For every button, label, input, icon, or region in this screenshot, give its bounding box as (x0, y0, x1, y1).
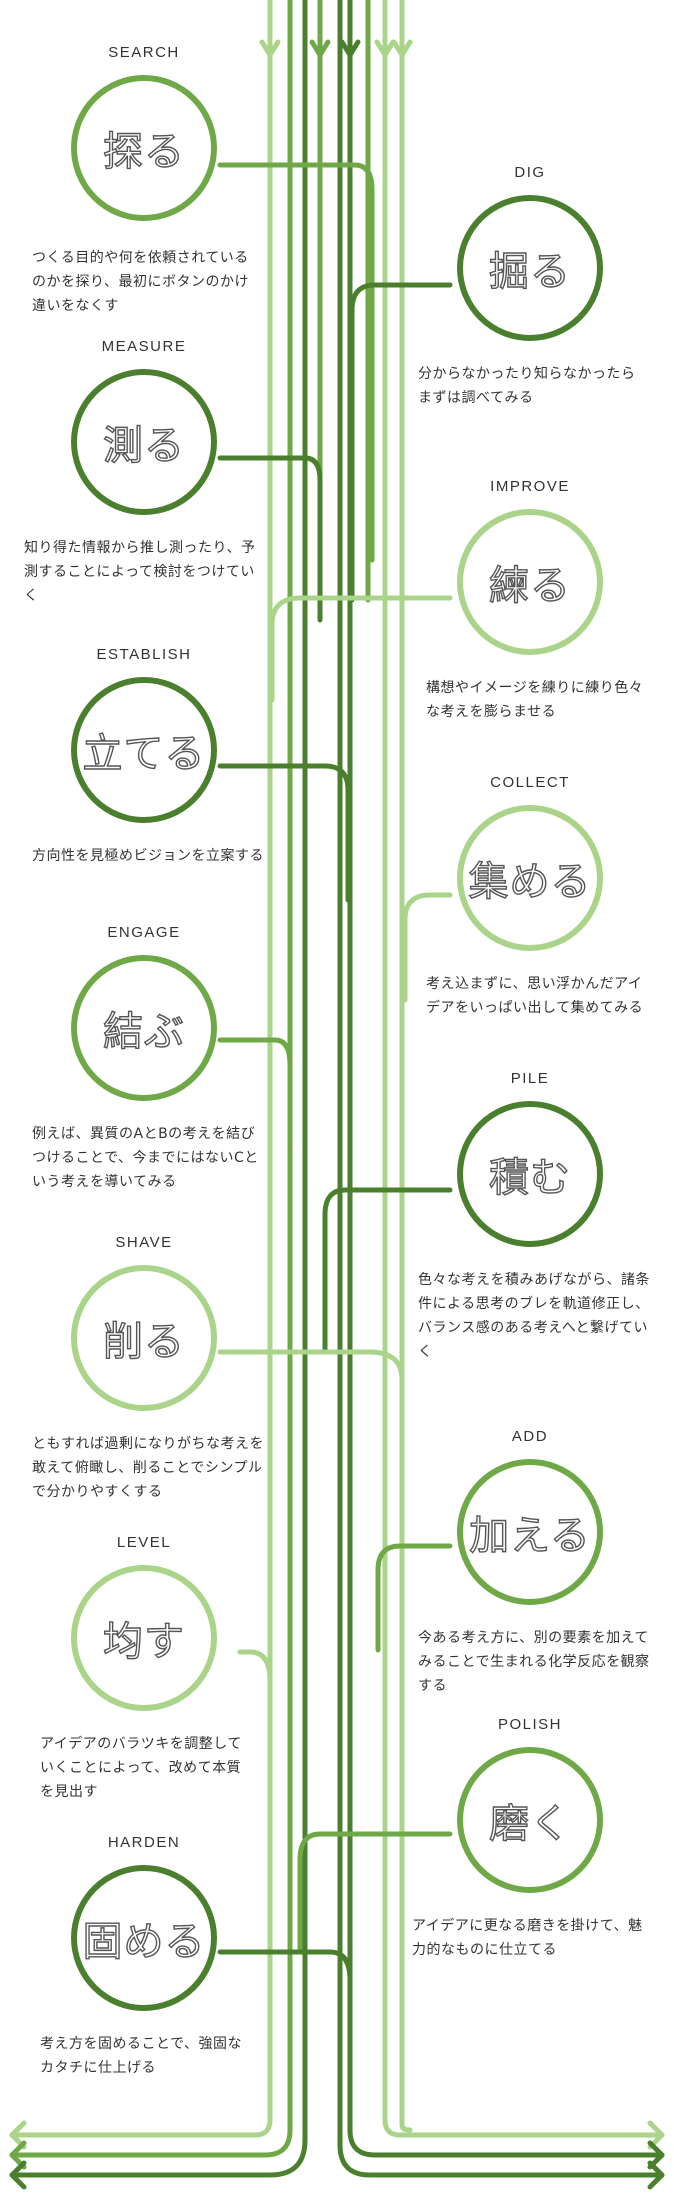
step-en-label: DIG (514, 164, 546, 181)
step-description: アイデアのバラツキを調整していくことによって、改めて本質を見出す (40, 1736, 242, 1800)
step-improve: IMPROVE 練る (400, 478, 660, 655)
connector-line (217, 763, 351, 903)
step-circle: 固める (71, 1865, 217, 2011)
step-pile: PILE 積む (400, 1070, 660, 1247)
step-engage: ENGAGE 結ぶ (14, 924, 274, 1101)
step-description: つくる目的や何を依頼されているのかを探り、最初にボタンのかけ違いをなくす (32, 250, 249, 314)
connector-line (349, 282, 453, 603)
step-description: 考え込まずに、思い浮かんだアイデアをいっぱい出して集めてみる (426, 976, 644, 1016)
step-polish: POLISH 磨く (400, 1716, 660, 1893)
step-circle: 磨く (457, 1747, 603, 1893)
step-en-label: IMPROVE (490, 478, 570, 495)
step-jp-label: 磨く (488, 1800, 571, 1847)
step-description: 分からなかったり知らなかったらまずは調べてみる (418, 366, 636, 406)
arrowhead-icon (647, 2120, 665, 2150)
step-circle: 結ぶ (71, 955, 217, 1101)
step-jp-label: 均す (102, 1618, 185, 1665)
step-jp-label: 掘る (488, 248, 571, 295)
step-jp-label: 練る (488, 562, 571, 609)
step-circle: 加える (457, 1459, 603, 1605)
arrowhead-icon (9, 2160, 27, 2190)
connector-line (217, 162, 375, 563)
step-jp-label: 削る (102, 1318, 185, 1365)
trunk-line (399, 52, 413, 2133)
step-dig: DIG 掘る (400, 164, 660, 341)
step-harden: HARDEN 固める (14, 1834, 274, 2011)
connector-line (217, 1949, 353, 2053)
step-description: 知り得た情報から推し測ったり、予測することによって検討をつけていく (24, 540, 256, 604)
step-en-label: LEVEL (116, 1534, 172, 1551)
step-en-label: PILE (510, 1070, 550, 1087)
step-en-label: SEARCH (108, 44, 180, 61)
step-jp-label: 結ぶ (102, 1008, 185, 1055)
step-add: ADD 加える (400, 1428, 660, 1605)
step-jp-label: 加える (468, 1512, 591, 1559)
step-circle: 立てる (71, 677, 217, 823)
step-description: 色々な考えを積みあげながら、諸条件による思考のブレを軌道修正し、バランス感のある… (418, 1272, 650, 1360)
connector-line (322, 1187, 453, 1353)
arrowhead-icon (9, 2120, 27, 2150)
step-en-label: SHAVE (115, 1234, 173, 1251)
trunk-line (9, 52, 293, 2158)
step-en-label: MEASURE (101, 338, 187, 355)
step-jp-label: 集める (468, 858, 592, 905)
step-search: SEARCH 探る (14, 44, 274, 221)
step-en-label: ESTABLISH (96, 646, 192, 663)
step-jp-label: 測る (102, 422, 185, 469)
step-collect: COLLECT 集める (400, 774, 660, 951)
arrowhead-icon (9, 2140, 27, 2170)
connector-line (237, 1649, 273, 1763)
step-description: ともすれば過剰になりがちな考えを敢えて俯瞰し、削ることでシンプルで分かりやすくす… (32, 1436, 264, 1500)
step-circle: 測る (71, 369, 217, 515)
connector-line (269, 595, 453, 703)
step-jp-label: 立てる (82, 730, 206, 777)
step-jp-label: 積む (488, 1154, 571, 1201)
connector-line (297, 1831, 453, 1953)
step-en-label: ENGAGE (107, 924, 181, 941)
step-circle: 練る (457, 509, 603, 655)
step-description: アイデアに更なる磨きを掛けて、魅力的なものに仕立てる (412, 1918, 643, 1958)
step-circle: 均す (71, 1565, 217, 1711)
step-circle: 探る (71, 75, 217, 221)
connector-line (217, 1037, 293, 1153)
connector-line (402, 892, 453, 1003)
trunk-line (9, 52, 308, 2178)
trunk-line (337, 52, 665, 2178)
step-circle: 掘る (457, 195, 603, 341)
step-circle: 集める (457, 805, 603, 951)
trunk-line (9, 52, 273, 2138)
connector-line (217, 1349, 405, 1453)
step-level: LEVEL 均す (14, 1534, 274, 1711)
step-circle: 積む (457, 1101, 603, 1247)
step-jp-label: 固める (82, 1918, 206, 1965)
connector-line (375, 1543, 453, 1653)
step-description: 考え方を固めることで、強固なカタチに仕上げる (40, 2036, 243, 2076)
step-circle: 削る (71, 1265, 217, 1411)
step-description: 例えば、異質のAとBの考えを結びつけることで、今までにはないCという考えを導いて… (32, 1126, 259, 1190)
step-en-label: ADD (511, 1428, 549, 1445)
step-description: 方向性を見極めビジョンを立案する (32, 848, 264, 864)
step-en-label: POLISH (497, 1716, 563, 1733)
step-description: 今ある考え方に、別の要素を加えてみることで生まれる化学反応を観察する (418, 1630, 650, 1694)
connector-line (217, 455, 323, 623)
step-shave: SHAVE 削る (14, 1234, 274, 1411)
arrowhead-icon (647, 2160, 665, 2190)
step-jp-label: 探る (102, 128, 185, 175)
step-measure: MEASURE 測る (14, 338, 274, 515)
step-en-label: COLLECT (490, 774, 570, 791)
step-en-label: HARDEN (107, 1834, 181, 1851)
step-description: 構想やイメージを練りに練り色々な考えを膨らませる (426, 680, 644, 720)
trunk-line (347, 52, 665, 2158)
arrowhead-icon (647, 2140, 665, 2170)
trunk-line (382, 52, 665, 2138)
step-establish: ESTABLISH 立てる (14, 646, 274, 823)
